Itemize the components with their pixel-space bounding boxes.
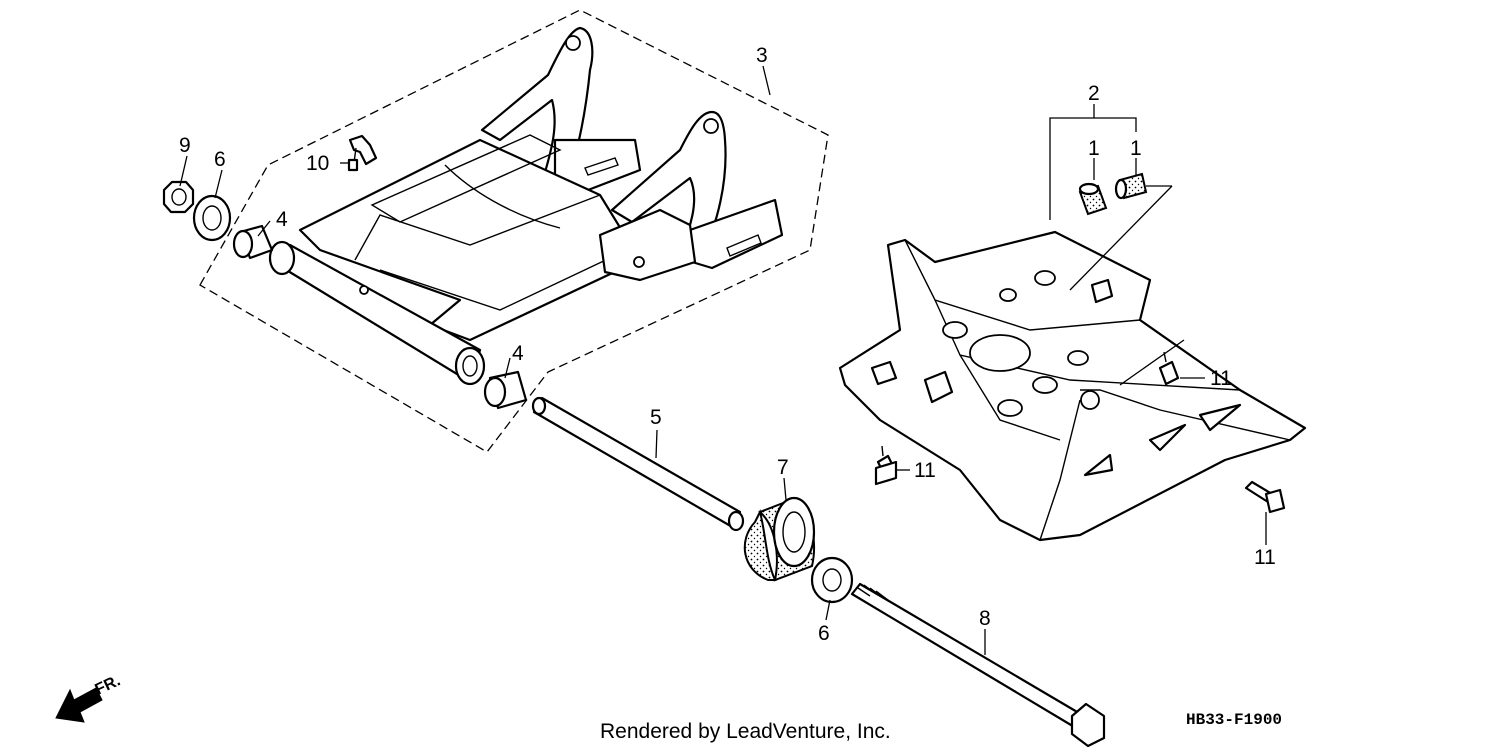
render-credit: Rendered by LeadVenture, Inc. [600,720,891,743]
callout-10: 10 [306,152,329,175]
diagram-code: HB33-F1900 [1186,711,1282,729]
pivot-tube-part[interactable] [531,396,745,532]
callout-4: 4 [276,208,288,231]
callout-1: 1 [1088,137,1100,160]
callout-8: 8 [979,607,991,630]
rubber-mount-part-right[interactable] [1114,172,1148,200]
rubber-mount-part-left[interactable] [1078,182,1108,216]
washer-part-right[interactable] [810,556,854,604]
front-arrow-icon [55,687,103,723]
grease-fitting-part[interactable] [347,134,378,172]
callout-11: 11 [1210,367,1232,390]
washer-part-left[interactable] [192,194,232,242]
callout-6: 6 [818,622,830,645]
nut-part[interactable] [162,180,195,214]
callout-11: 11 [1254,546,1276,569]
flange-bolt-part-3[interactable] [1244,480,1286,514]
skid-plate-part[interactable] [838,230,1307,542]
callout-3: 3 [756,44,768,67]
bushing-part-lower[interactable] [483,370,528,410]
callout-11: 11 [914,459,936,482]
swingarm-assembly-boundary [199,9,829,453]
flange-bolt-part-2[interactable] [874,445,898,486]
callout-5: 5 [650,406,662,429]
bushing-part-upper[interactable] [232,224,274,260]
callout-7: 7 [777,456,789,479]
callout-4: 4 [512,342,524,365]
leader-lines [179,65,1267,655]
front-direction-indicator: FR. [55,672,124,723]
front-direction-label: FR. [93,672,124,698]
callout-6: 6 [214,148,226,171]
callout-9: 9 [179,134,191,157]
pivot-bolt-part[interactable] [850,582,1106,748]
collar-bushing-part[interactable] [743,496,816,582]
callout-1: 1 [1130,137,1142,160]
callout-2: 2 [1088,82,1100,105]
swingarm-part[interactable] [268,26,784,386]
